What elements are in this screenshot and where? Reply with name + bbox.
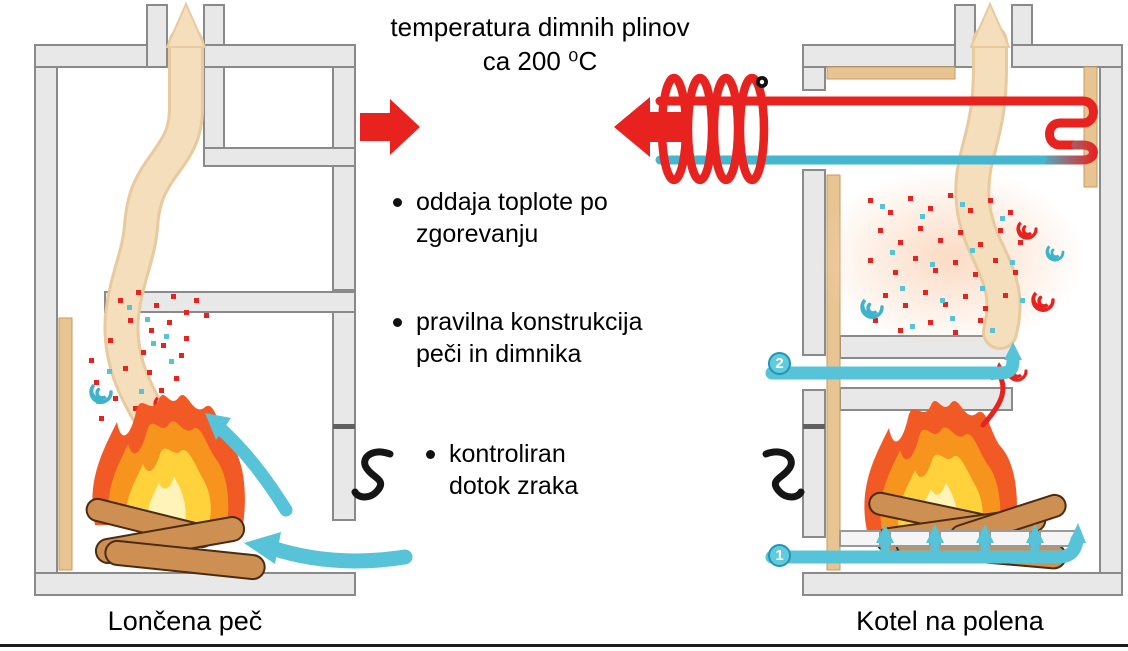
vent-valve-icon — [759, 79, 765, 85]
supply-pipe — [655, 96, 1098, 150]
bullet-text: peči in dimnika — [416, 340, 582, 368]
left-stove-label: Lončena peč — [107, 606, 263, 636]
lower-shelf — [839, 387, 1013, 411]
bullet-dot — [426, 450, 435, 459]
heat-out-right-arrow — [614, 97, 682, 157]
bullet-dot — [393, 318, 402, 327]
title-line-2: ca 200 ⁰C — [482, 46, 598, 76]
bullet-dot — [393, 198, 402, 207]
log-boiler-illustration — [762, 1, 1123, 596]
shelf-baffle — [104, 291, 356, 313]
tiled-stove-illustration — [34, 1, 413, 596]
bottom-rule — [0, 644, 1128, 647]
bullet-heat-after-combustion: oddaja toplote po zgorevanju — [393, 186, 608, 250]
bullet-text: oddaja toplote po — [416, 188, 608, 216]
boiler-walls — [802, 4, 1123, 596]
secondary-air-arrow — [765, 342, 1022, 380]
door-seam — [803, 424, 825, 429]
secondary-air-marker: 2 — [768, 352, 791, 375]
bullet-text: dotok zraka — [449, 472, 579, 500]
primary-air-arrow — [765, 523, 1086, 564]
spark-cloud — [860, 193, 1065, 382]
right-boiler-label: Kotel na polena — [856, 606, 1044, 636]
swirl-icon — [89, 383, 113, 404]
door-handle-icon — [351, 448, 394, 501]
smoke-flow — [103, 1, 207, 456]
hydronic-loop — [655, 73, 1098, 185]
bullet-text: zgorevanju — [416, 220, 539, 248]
primary-air-marker: 1 — [768, 544, 791, 567]
smoke-exit-arrow — [165, 1, 207, 48]
upper-baffle — [203, 147, 356, 167]
chimney-left-wall — [146, 4, 168, 68]
wood-logs — [85, 497, 266, 581]
bullet-correct-construction: pravilna konstrukcija peči in dimnika — [393, 306, 643, 370]
bullet-controlled-air: kontroliran dotok zraka — [426, 438, 578, 502]
door-handle-icon — [762, 448, 805, 501]
firebox-lining — [58, 317, 73, 571]
chimney-right-wall — [203, 4, 225, 149]
grate — [839, 530, 1081, 547]
heat-exchanger-coil — [657, 73, 769, 185]
door-seam — [333, 424, 355, 429]
air-updraft-arrow — [205, 413, 293, 517]
pipe-transition — [1037, 140, 1098, 165]
flue-gas-temperature-title: temperatura dimnih plinov ca 200 ⁰C — [330, 10, 750, 78]
title-line-1: temperatura dimnih plinov — [390, 12, 690, 42]
bullet-text: kontroliran — [449, 440, 566, 468]
air-intake-arrow — [244, 532, 413, 569]
smoke-exit-arrow — [969, 1, 1011, 48]
smoke-flow — [954, 1, 1022, 350]
heat-output-arrows — [360, 97, 682, 157]
bullet-text: pravilna konstrukcija — [416, 308, 643, 336]
heat-out-left-arrow — [360, 99, 420, 155]
